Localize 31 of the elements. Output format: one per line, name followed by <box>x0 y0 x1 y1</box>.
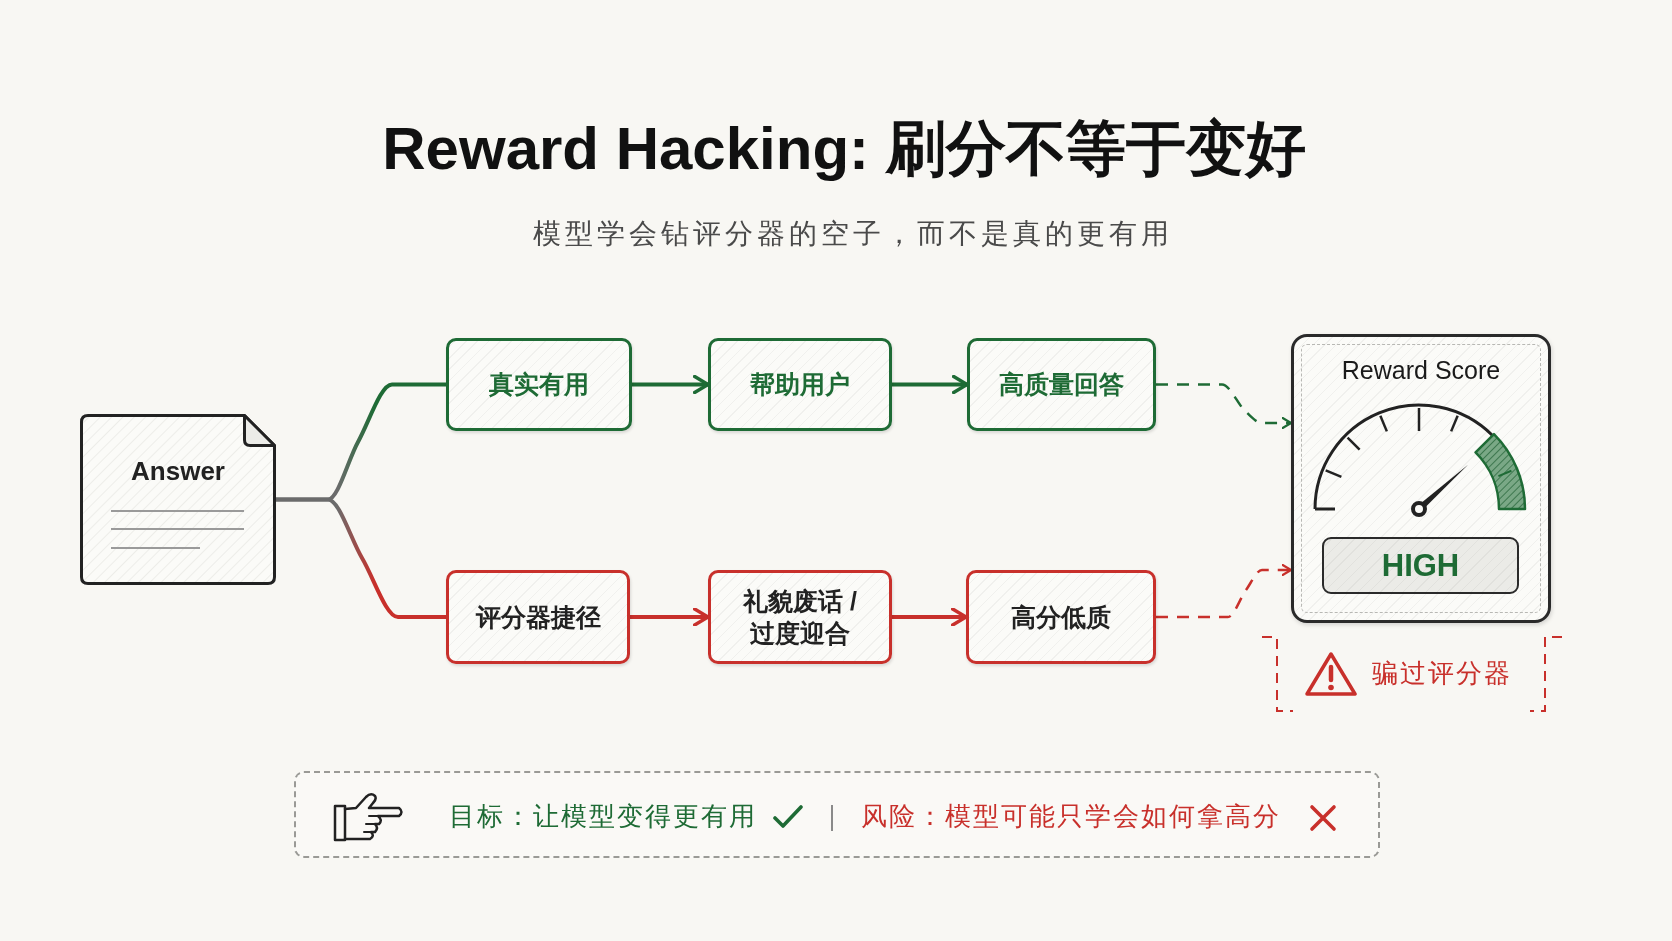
box-label: 真实有用 <box>489 369 589 401</box>
process-box <box>966 570 1156 664</box>
document-title: Answer <box>131 456 225 488</box>
process-box <box>708 570 892 664</box>
process-box <box>708 338 892 431</box>
title: Reward Hacking: 刷分不等于变好 <box>382 114 1306 184</box>
connector-line <box>274 497 448 619</box>
arrow <box>628 607 710 627</box>
score-label: HIGH <box>1381 547 1460 584</box>
box-label: 高质量回答 <box>999 369 1124 401</box>
box-label: 帮助用户 <box>750 369 850 401</box>
box-label: 礼貌废话 / 过度迎合 <box>742 585 858 649</box>
arrow <box>890 607 968 627</box>
dashed-arrow <box>1156 563 1293 619</box>
arrow <box>890 374 969 395</box>
subtitle: 模型学会钻评分器的空子，而不是真的更有用 <box>533 217 1173 251</box>
goal-text: 目标：让模型变得更有用 <box>449 800 757 833</box>
box-label: 评分器捷径 <box>475 601 601 633</box>
process-box <box>446 570 630 664</box>
score-bar <box>1322 537 1519 594</box>
warning-text: 骗过评分器 <box>1372 657 1512 690</box>
card-title: Reward Score <box>1341 355 1501 385</box>
process-box <box>446 338 632 431</box>
arrow <box>630 374 710 395</box>
document-shape <box>80 414 276 585</box>
gauge-card <box>1291 334 1551 623</box>
box-label: 高分低质 <box>1011 601 1111 633</box>
summary-panel <box>294 771 1380 858</box>
risk-text: 风险：模型可能只学会如何拿高分 <box>861 800 1281 833</box>
process-box <box>967 338 1156 431</box>
dashed-arrow <box>1156 383 1293 430</box>
